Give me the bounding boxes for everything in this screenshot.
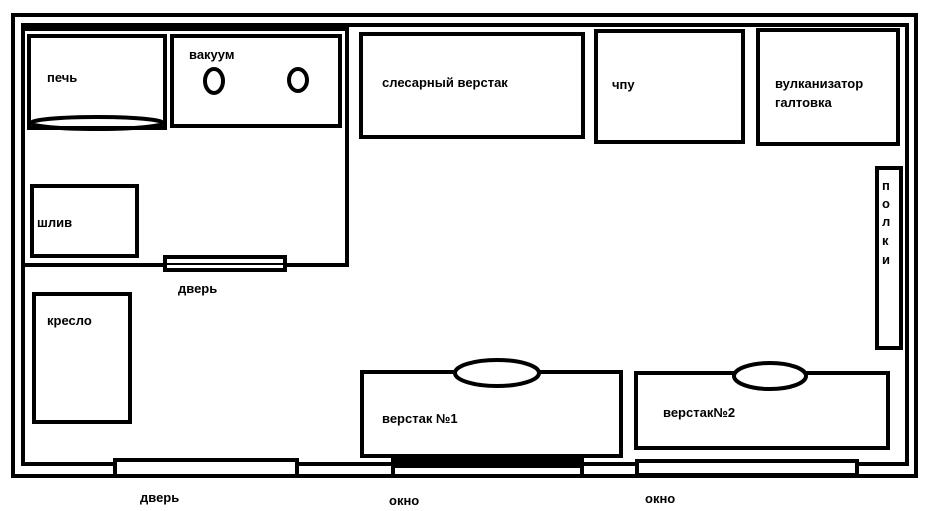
shelves-label-1: п — [882, 178, 890, 193]
bench-2-vise — [732, 361, 808, 391]
vulcanizer — [756, 28, 900, 146]
tumbler-label: галтовка — [775, 95, 833, 110]
locksmith-bench-label: слесарный верстак — [382, 75, 508, 90]
outer-door — [113, 458, 299, 478]
vulcanizer-label: вулканизатор — [775, 76, 863, 91]
shelves-label-5: и — [882, 252, 890, 267]
oven-opening — [29, 115, 165, 131]
inner-door-label: дверь — [178, 281, 217, 296]
bench-2-label: верстак№2 — [663, 405, 735, 420]
shelves-label-4: к — [882, 233, 889, 248]
cnc-label: чпу — [612, 77, 635, 92]
outer-door-label: дверь — [140, 490, 179, 505]
locksmith-bench — [359, 32, 585, 139]
left-room-wall — [23, 25, 349, 267]
bench-1-label: верстак №1 — [382, 411, 458, 426]
cnc — [594, 29, 745, 144]
vacuum-port-2 — [287, 67, 309, 93]
vacuum — [170, 34, 342, 128]
window-1-label: окно — [389, 493, 419, 508]
window-1-fill — [391, 455, 584, 468]
vacuum-port-1 — [203, 67, 225, 95]
window-2-label: окно — [645, 491, 675, 506]
shelves-label-3: л — [882, 214, 890, 229]
vacuum-label: вакуум — [189, 47, 234, 62]
chair — [32, 292, 132, 424]
bench-1-vise — [453, 358, 541, 388]
shelves-label-2: о — [882, 196, 890, 211]
grinder-label: шлив — [37, 215, 72, 230]
chair-label: кресло — [47, 313, 92, 328]
oven-label: печь — [47, 70, 77, 85]
window-2 — [635, 459, 859, 477]
shelves — [875, 166, 903, 350]
grinder — [30, 184, 139, 258]
